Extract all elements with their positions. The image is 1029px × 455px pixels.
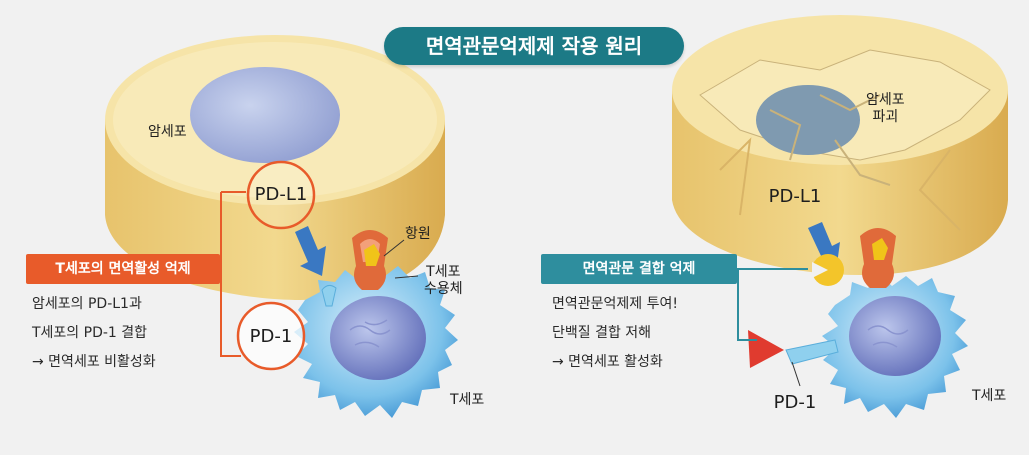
right-description: 면역관문억제제 투여! 단백질 결합 저해 → 면역세포 활성화 [552,290,678,377]
left-pd1-label: PD-1 [240,326,302,347]
destroyed-label-line2: 파괴 [866,109,905,126]
right-tcell-label: T세포 [972,388,1006,405]
left-desc-line: 암세포의 PD-L1과 [32,290,156,319]
left-tcell-label: T세포 [450,392,484,409]
right-pd1-antibody [748,330,838,386]
antigen-label: 항원 [405,226,431,243]
left-desc-line: → 면역세포 비활성화 [32,348,156,377]
left-cancer-cell-label: 암세포 [148,124,187,141]
left-pdl1-label: PD-L1 [250,184,312,205]
tcr-label: T세포 수용체 [424,264,463,298]
right-desc-line: → 면역세포 활성화 [552,348,678,377]
destroyed-label: 암세포 파괴 [866,92,905,126]
right-t-cell [822,275,968,418]
left-tcr [352,230,388,290]
right-callouts [737,269,808,340]
left-desc-line: T세포의 PD-1 결합 [32,319,156,348]
right-desc-line: 단백질 결합 저해 [552,319,678,348]
tcr-label-line1: T세포 [424,264,463,281]
left-description: 암세포의 PD-L1과 T세포의 PD-1 결합 → 면역세포 비활성화 [32,290,156,377]
right-badge: 면역관문 결합 억제 [541,254,737,284]
right-desc-line: 면역관문억제제 투여! [552,290,678,319]
left-badge: T세포의 면역활성 억제 [26,254,220,284]
right-pd1-label: PD-1 [764,392,826,413]
destroyed-label-line1: 암세포 [866,92,905,109]
diagram-title: 면역관문억제제 작용 원리 [384,27,684,65]
right-pdl1-label: PD-L1 [764,186,826,207]
right-cancer-cell-destroyed [672,15,1008,275]
right-tcr [860,228,896,288]
tcr-label-line2: 수용체 [424,281,463,298]
